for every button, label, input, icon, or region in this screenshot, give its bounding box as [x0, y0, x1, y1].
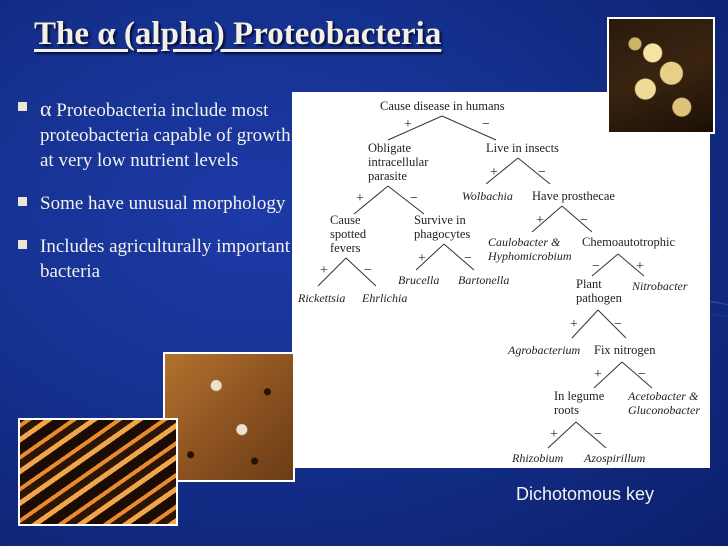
- key-plus: +: [418, 251, 426, 266]
- key-node: Have prosthecae: [532, 189, 615, 203]
- key-minus: −: [614, 317, 622, 332]
- key-branch: [387, 115, 443, 141]
- key-node: parasite: [368, 169, 407, 183]
- key-node: roots: [554, 403, 579, 417]
- key-node: phagocytes: [414, 227, 470, 241]
- key-minus: −: [364, 263, 372, 278]
- key-minus: −: [538, 165, 546, 180]
- key-node: Agrobacterium: [507, 343, 581, 357]
- key-node: In legume: [554, 389, 605, 403]
- key-minus: −: [464, 251, 472, 266]
- bullet-item: α Proteobacteria include most proteobact…: [18, 96, 293, 173]
- key-node: Caulobacter &: [488, 235, 561, 249]
- key-minus: −: [580, 213, 588, 228]
- dichotomous-key-diagram: Cause disease in humans + − Obligate int…: [297, 99, 700, 465]
- key-plus: +: [594, 367, 602, 382]
- key-minus: −: [638, 367, 646, 382]
- key-node: Acetobacter &: [627, 389, 699, 403]
- key-node: Azospirillum: [583, 451, 646, 465]
- key-node: intracellular: [368, 155, 429, 169]
- key-node: spotted: [330, 227, 367, 241]
- rod-bacteria-photo: [18, 418, 178, 526]
- key-plus: +: [356, 191, 364, 206]
- key-branch: [591, 253, 619, 277]
- key-branch: [345, 257, 377, 287]
- key-branch: [621, 361, 653, 389]
- key-branch: [571, 309, 599, 339]
- key-node: Survive in: [414, 213, 466, 227]
- key-branch: [531, 205, 563, 233]
- key-plus: +: [490, 165, 498, 180]
- key-branch: [593, 361, 623, 389]
- bullet-text: Some have unusual morphology: [40, 193, 286, 214]
- slide-title: The α (alpha) Proteobacteria: [34, 16, 442, 52]
- key-branch: [575, 421, 607, 449]
- alpha-symbol: α: [40, 96, 52, 121]
- bullet-item: Some have unusual morphology: [18, 191, 293, 216]
- key-branch: [415, 243, 445, 271]
- key-node: Hyphomicrobium: [487, 249, 572, 263]
- key-node: Live in insects: [486, 141, 559, 155]
- key-node: Obligate: [368, 141, 411, 155]
- key-node: Rickettsia: [297, 291, 345, 305]
- key-caption: Dichotomous key: [516, 484, 655, 504]
- key-minus: −: [592, 259, 600, 274]
- root-nodule-photo: [607, 17, 715, 134]
- key-node: Chemoautotrophic: [582, 235, 675, 249]
- key-branch: [353, 185, 389, 215]
- key-plus: +: [570, 317, 578, 332]
- bullet-item: Includes agriculturally important bacter…: [18, 234, 293, 284]
- key-plus: +: [636, 259, 644, 274]
- key-branch: [441, 115, 497, 141]
- key-node: Ehrlichia: [361, 291, 407, 305]
- bullet-square-icon: [18, 102, 27, 111]
- bullet-text: Proteobacteria include most proteobacter…: [40, 100, 291, 171]
- key-branch: [517, 157, 551, 185]
- key-minus: −: [482, 117, 490, 132]
- key-minus: −: [410, 191, 418, 206]
- key-node: pathogen: [576, 291, 623, 305]
- key-node: Rhizobium: [511, 451, 564, 465]
- key-branch: [617, 253, 645, 277]
- key-node: Wolbachia: [462, 189, 513, 203]
- key-branch: [485, 157, 519, 185]
- key-plus: +: [550, 427, 558, 442]
- key-branch: [443, 243, 475, 271]
- key-node: Nitrobacter: [631, 279, 688, 293]
- dichotomous-key: Cause disease in humans + − Obligate int…: [292, 92, 710, 468]
- key-plus: +: [536, 213, 544, 228]
- key-node: Plant: [576, 277, 602, 291]
- bullet-square-icon: [18, 197, 27, 206]
- key-branch: [597, 309, 627, 339]
- key-branch: [317, 257, 347, 287]
- key-node: Brucella: [398, 273, 439, 287]
- key-node: Cause: [330, 213, 361, 227]
- key-node: Cause disease in humans: [380, 99, 505, 113]
- key-plus: +: [320, 263, 328, 278]
- key-node: Fix nitrogen: [594, 343, 656, 357]
- key-branch: [387, 185, 425, 215]
- key-branch: [547, 421, 577, 449]
- bullet-square-icon: [18, 240, 27, 249]
- key-plus: +: [404, 117, 412, 132]
- key-node: fevers: [330, 241, 361, 255]
- bullet-text: Includes agriculturally important bacter…: [40, 236, 291, 282]
- bullet-list: α Proteobacteria include most proteobact…: [18, 96, 293, 300]
- key-minus: −: [594, 427, 602, 442]
- key-node: Gluconobacter: [628, 403, 700, 417]
- prosthecate-bacteria-photo: [163, 352, 295, 482]
- key-branch: [561, 205, 593, 233]
- key-node: Bartonella: [458, 273, 509, 287]
